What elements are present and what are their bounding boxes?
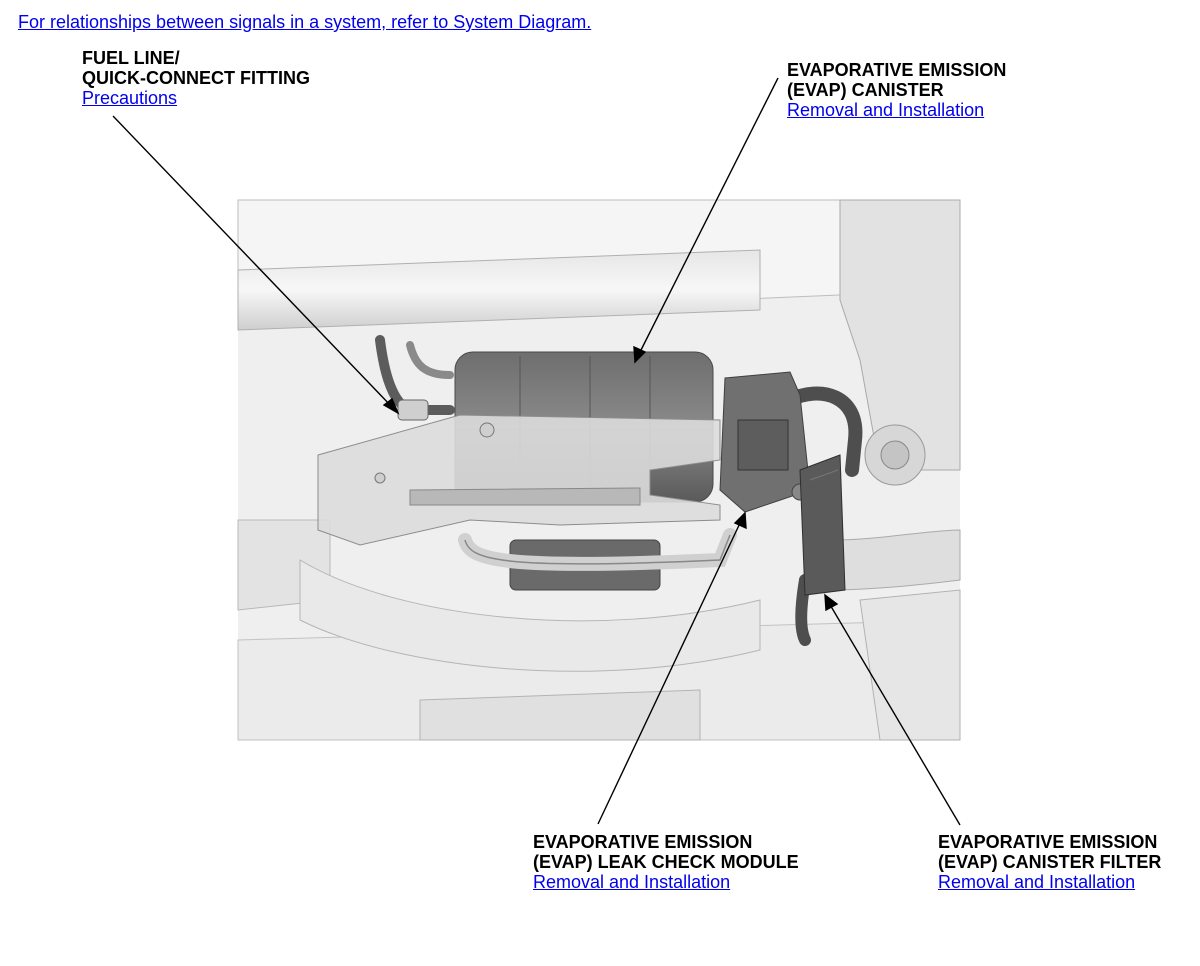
system-diagram-link[interactable]: For relationships between signals in a s… xyxy=(18,12,592,32)
leader-evap-canister xyxy=(638,77,779,355)
canister-filter-removal-link[interactable]: Removal and Installation xyxy=(938,872,1136,892)
fuel-and-vapor-hoses xyxy=(375,335,863,646)
evap-canister-removal-link[interactable]: Removal and Installation xyxy=(787,100,985,120)
leak-check-module-removal-link[interactable]: Removal and Installation xyxy=(533,872,731,892)
fuel-line-title-1: FUEL LINE/ xyxy=(82,48,180,68)
arrow-canister-filter xyxy=(824,593,839,612)
leader-canister-filter xyxy=(828,602,961,826)
canister-filter-title-2: (EVAP) CANISTER FILTER xyxy=(938,852,1162,872)
evap-canister-title-2: (EVAP) CANISTER xyxy=(787,80,944,100)
canister-filter-shape xyxy=(799,454,846,596)
fuel-line-precautions-link[interactable]: Precautions xyxy=(82,88,178,108)
leak-check-module-title-2: (EVAP) LEAK CHECK MODULE xyxy=(533,852,799,872)
leader-fuel-line xyxy=(112,115,393,408)
fuel-line-title-2: QUICK-CONNECT FITTING xyxy=(82,68,310,88)
callout-evap-canister: EVAPORATIVE EMISSION (EVAP) CANISTER Rem… xyxy=(787,60,1006,120)
callout-canister-filter: EVAPORATIVE EMISSION (EVAP) CANISTER FIL… xyxy=(938,832,1161,892)
arrow-evap-canister xyxy=(633,345,647,364)
arrow-leak-check-module xyxy=(733,511,747,530)
canister-filter-title-1: EVAPORATIVE EMISSION xyxy=(938,832,1158,852)
canister-bracket xyxy=(317,414,721,546)
leak-check-module-shape xyxy=(719,371,811,513)
evap-canister-title-1: EVAPORATIVE EMISSION xyxy=(787,60,1007,80)
leader-lines xyxy=(112,77,961,826)
leak-check-module-title-1: EVAPORATIVE EMISSION xyxy=(533,832,753,852)
callout-leak-check-module: EVAPORATIVE EMISSION (EVAP) LEAK CHECK M… xyxy=(533,832,799,892)
leader-leak-check-module xyxy=(597,520,742,825)
arrow-fuel-line xyxy=(382,397,400,415)
callout-fuel-line: FUEL LINE/ QUICK-CONNECT FITTING Precaut… xyxy=(82,48,310,108)
